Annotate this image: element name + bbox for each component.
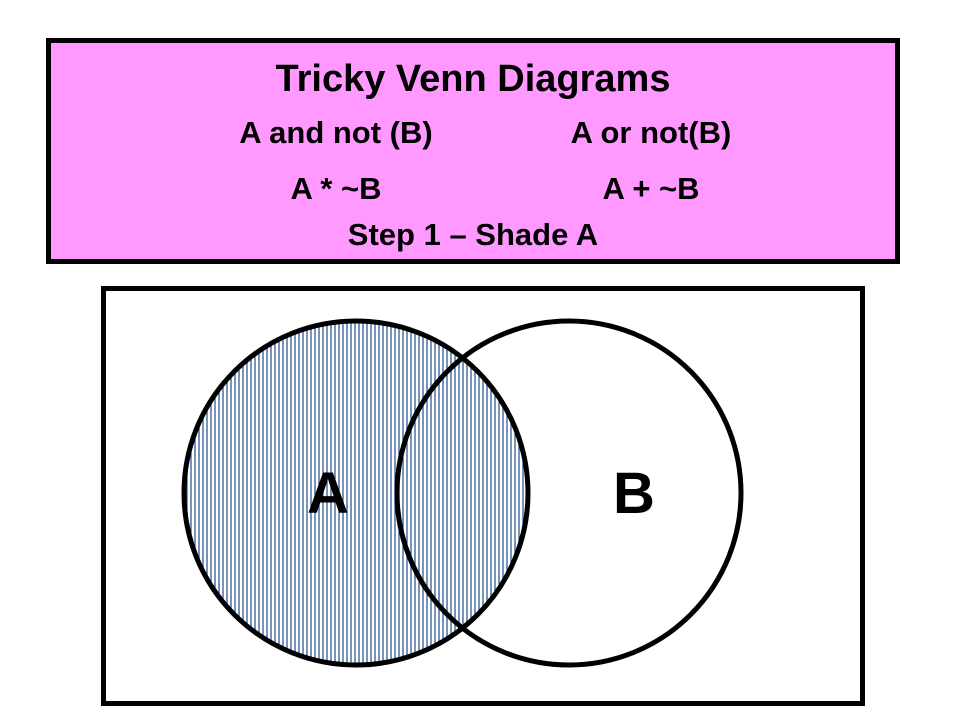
set-a-circle	[181, 318, 531, 668]
set-a-label: A	[307, 461, 349, 526]
set-b-label: B	[613, 461, 655, 526]
set-a-shading	[184, 321, 528, 665]
expression-a-and-not-b: A and not (B)	[239, 115, 433, 150]
expression-a-plus-not-b: A + ~B	[602, 171, 700, 206]
step-instruction: Step 1 – Shade A	[347, 217, 599, 252]
expression-symbolic-row: A * ~B A + ~B	[51, 169, 895, 209]
expression-words-row: A and not (B) A or not(B)	[51, 113, 895, 153]
venn-diagram-frame: A B	[101, 286, 865, 706]
expression-a-or-not-b: A or not(B)	[570, 115, 732, 150]
set-b-circle	[394, 318, 744, 668]
title-box: Tricky Venn Diagrams A and not (B) A or …	[46, 38, 900, 264]
slide-title: Tricky Venn Diagrams	[275, 58, 671, 100]
venn-diagram: A B	[181, 318, 744, 668]
expression-a-times-not-b: A * ~B	[290, 171, 382, 206]
